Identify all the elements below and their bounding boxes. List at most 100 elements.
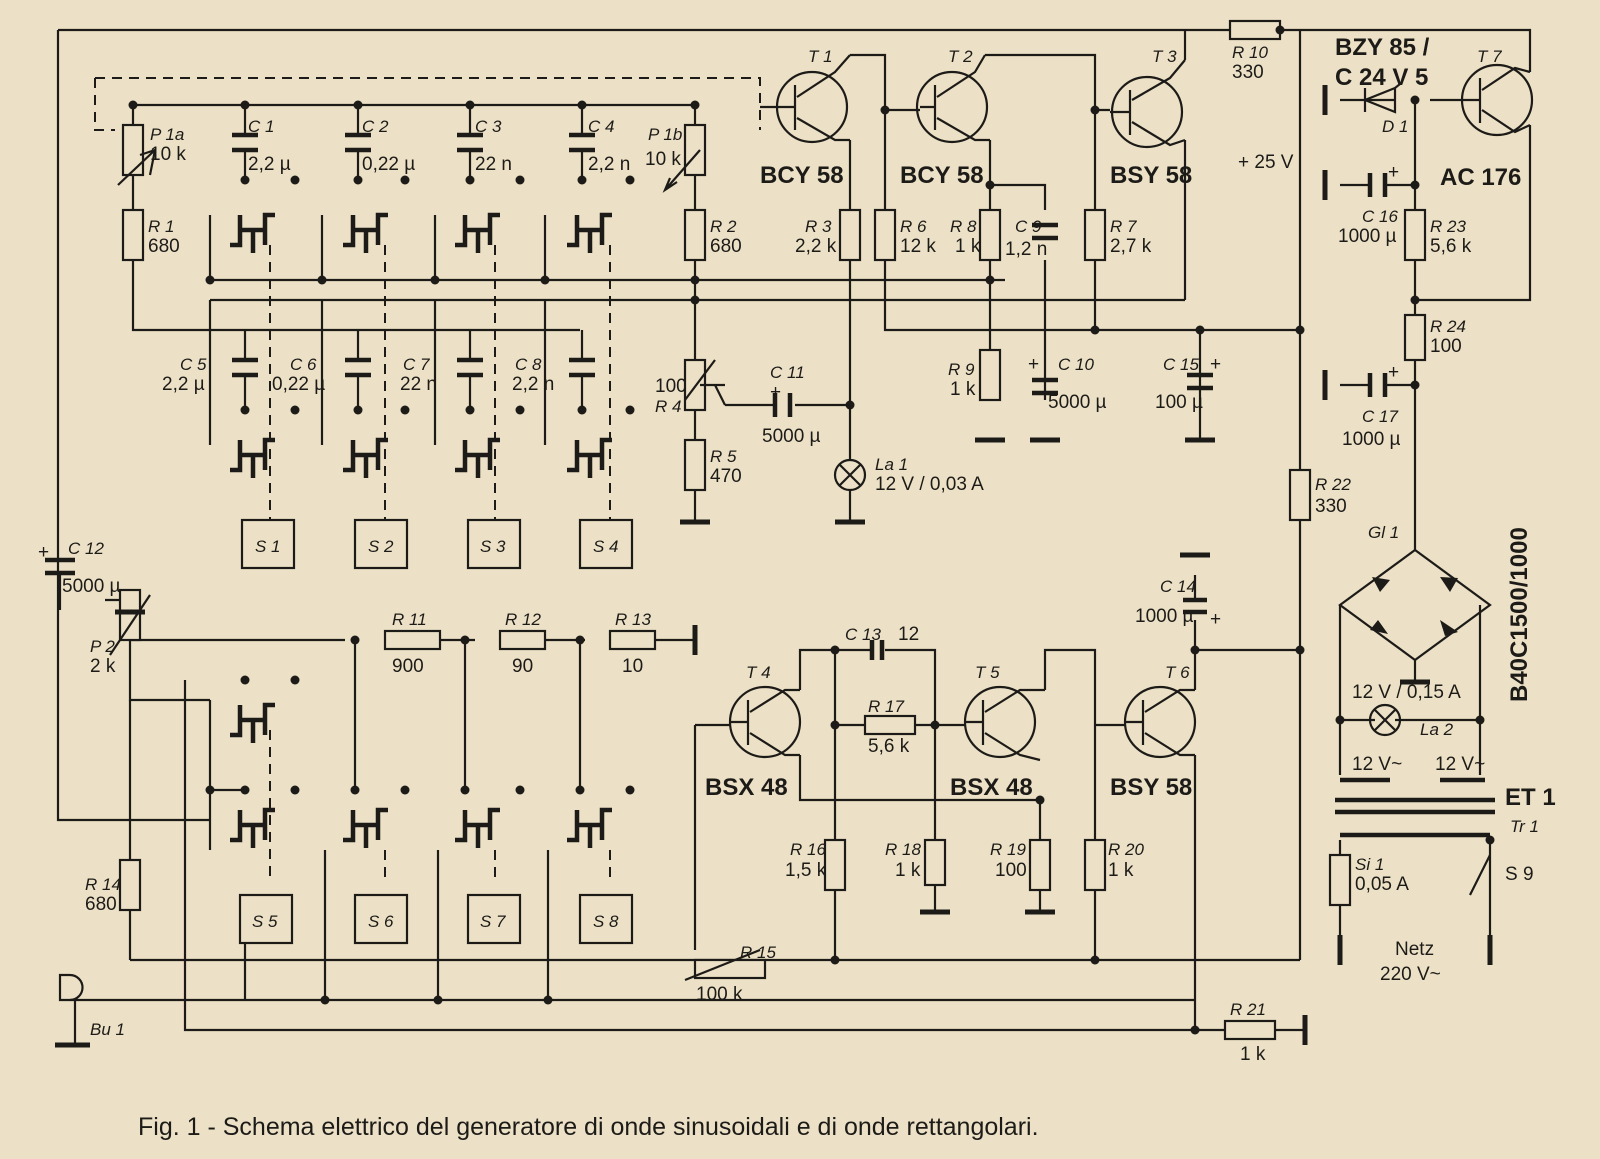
junction-dot-22 [400, 785, 410, 795]
label-winding-left: 12 V~ [1352, 754, 1402, 775]
label-c5-value: 2,2 µ [162, 374, 205, 395]
junction-dot-7 [577, 175, 587, 185]
label-c12-ref: C 12 [68, 539, 104, 558]
label-t1-ref: T 1 [808, 47, 833, 66]
switch-box-s7 [466, 893, 522, 945]
label-r11-ref: R 11 [392, 610, 427, 629]
capacitor-c13 [869, 640, 885, 660]
switch-box-s6 [353, 893, 409, 945]
label-r24-value: 100 [1430, 336, 1462, 357]
capacitor-c4 [569, 132, 595, 153]
junction-dots [128, 25, 1495, 1035]
label-r18-value: 1 k [895, 860, 921, 881]
junction-dot-50 [830, 645, 840, 655]
label-p1b-ref: P 1b [648, 125, 682, 144]
label-c15-plus: + [1210, 354, 1221, 375]
junction-dot-30 [465, 100, 475, 110]
junction-dot-48 [460, 635, 470, 645]
transistor-t1 [760, 54, 851, 144]
label-c17-ref: C 17 [1362, 407, 1398, 426]
label-c7-value: 22 n [400, 374, 437, 395]
label-r1-value: 680 [148, 236, 180, 257]
label-r2-ref: R 2 [710, 217, 737, 236]
label-t3-ref: T 3 [1152, 47, 1177, 66]
label-la1-rating: 12 V / 0,03 A [875, 474, 984, 495]
ganged-links [94, 77, 761, 880]
transistor-t6 [1123, 685, 1197, 759]
label-c12-value: 5000 µ [62, 576, 121, 597]
figure-caption: Fig. 1 - Schema elettrico del generatore… [138, 1113, 1039, 1141]
capacitor-c1 [232, 132, 258, 153]
capacitor-plates [45, 132, 1388, 660]
switch-box-s5 [238, 893, 294, 945]
resistor-r13 [608, 629, 657, 651]
resistor-r15 [693, 958, 767, 980]
junction-dot-67 [540, 275, 550, 285]
label-r15-ref: R 15 [740, 943, 776, 962]
junction-dot-61 [690, 275, 700, 285]
label-r13-value: 10 [622, 656, 643, 677]
label-p1b-value: 10 k [645, 149, 681, 170]
label-c15-ref: C 15 [1163, 355, 1199, 374]
resistor-r7 [1083, 208, 1107, 262]
capacitor-c11 [772, 393, 793, 417]
socket-bu1 [58, 973, 84, 1045]
switch-contact-3 [455, 212, 500, 253]
label-switch-s9: S 9 [1505, 864, 1534, 885]
pot-arrow-p1b [662, 149, 701, 193]
junction-dot-70 [1475, 715, 1485, 725]
resistor-r1 [121, 208, 145, 262]
label-r11-value: 900 [392, 656, 424, 677]
pot-arrow-p1a [117, 148, 157, 186]
label-r16-ref: R 16 [790, 840, 826, 859]
switch-contact-5 [230, 437, 275, 478]
label-t3-type: BSY 58 [1110, 162, 1192, 189]
junction-dot-53 [1035, 795, 1045, 805]
label-p1a-value: 10 k [150, 144, 186, 165]
transistor-t4 [728, 685, 802, 759]
label-s5: S 5 [252, 912, 278, 931]
switch-contact-1 [230, 212, 275, 253]
label-t2-type: BCY 58 [900, 162, 984, 189]
label-c11-plus: + [770, 382, 781, 403]
resistor-r11 [383, 629, 442, 651]
zener-d1 [1362, 83, 1401, 114]
label-r1-ref: R 1 [148, 217, 174, 236]
junction-dot-38 [1090, 325, 1100, 335]
junction-dot-65 [317, 275, 327, 285]
label-t6-type: BSY 58 [1110, 774, 1192, 801]
capacitor-c10 [1032, 377, 1058, 396]
label-r20-ref: R 20 [1108, 840, 1144, 859]
junction-dot-56 [320, 995, 330, 1005]
junction-dot-8 [625, 175, 635, 185]
switch-boxes [238, 518, 634, 945]
transistor-t2 [915, 54, 990, 144]
junction-dot-62 [690, 295, 700, 305]
lamp-la2 [1368, 703, 1402, 737]
label-c17-plus: + [1388, 362, 1399, 383]
label-r2-value: 680 [710, 236, 742, 257]
label-r22-ref: R 22 [1315, 475, 1351, 494]
label-r13-ref: R 13 [615, 610, 651, 629]
junction-dot-19 [240, 785, 250, 795]
junction-dot-20 [290, 785, 300, 795]
resistor-r2 [683, 208, 707, 262]
capacitor-c5 [232, 357, 258, 378]
junction-dot-5 [465, 175, 475, 185]
label-s1: S 1 [255, 537, 281, 556]
label-r23-value: 5,6 k [1430, 236, 1472, 257]
label-supply: + 25 V [1238, 152, 1294, 173]
switch-box-s3 [466, 518, 522, 570]
label-t1-type: BCY 58 [760, 162, 844, 189]
resistor-r21 [1223, 1019, 1277, 1041]
label-c15-value: 100 µ [1155, 392, 1203, 413]
label-c16-value: 1000 µ [1338, 226, 1397, 247]
label-t5-ref: T 5 [975, 663, 1000, 682]
capacitor-c17 [1367, 373, 1388, 397]
junction-dot-40 [1295, 645, 1305, 655]
switch-contact-13 [567, 807, 612, 848]
junction-dot-4 [400, 175, 410, 185]
label-c16-plus: + [1388, 162, 1399, 183]
label-c5-ref: C 5 [180, 355, 207, 374]
transistor-t3 [1110, 59, 1186, 149]
